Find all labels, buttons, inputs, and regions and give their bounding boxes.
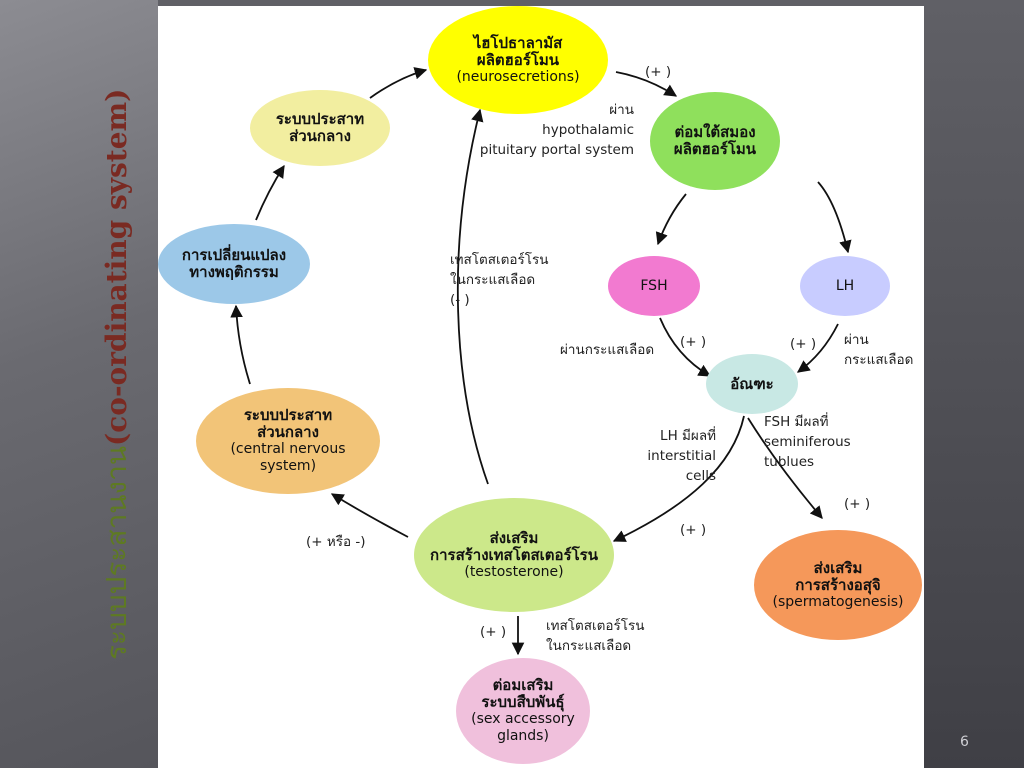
testosterone-line1: ส่งเสริม bbox=[489, 528, 539, 547]
arrow-pituitary-to-fsh bbox=[655, 193, 687, 246]
accessory-blood-line1: เทสโตสเตอร์โรน bbox=[546, 618, 645, 634]
lh-node: LH bbox=[800, 256, 890, 316]
testis-label: อัณฑะ bbox=[730, 374, 774, 393]
behavior-line1: การเปลี่ยนแปลง bbox=[181, 246, 287, 264]
lh-effect-line1: LH มีผลที่ bbox=[660, 428, 716, 444]
testis-node: อัณฑะ bbox=[706, 354, 798, 414]
pituitary-line2: ผลิตฮอร์โมน bbox=[673, 140, 757, 158]
lh-effect-line3: cells bbox=[685, 468, 716, 484]
accessory-line3: (sex accessory bbox=[471, 711, 575, 727]
plus-top-label: (+ ) bbox=[645, 64, 672, 80]
arrow-pituitary-to-lh bbox=[817, 181, 852, 254]
cns-top-line2: ส่วนกลาง bbox=[289, 127, 351, 145]
fsh-effect-line1: FSH มีผลที่ bbox=[764, 414, 829, 430]
cns-top-line1: ระบบประสาท bbox=[275, 110, 365, 128]
fsh-effect-line2: seminiferous bbox=[764, 434, 851, 450]
page-number: 6 bbox=[960, 734, 969, 750]
arrow-lh-to-testis bbox=[796, 323, 839, 373]
fsh-effect-line3: tublues bbox=[764, 454, 815, 470]
side-band bbox=[0, 0, 158, 768]
cns-top-node: ระบบประสาท ส่วนกลาง bbox=[250, 90, 390, 166]
arrow-cns-to-behavior bbox=[230, 304, 251, 385]
lh-label: LH bbox=[835, 277, 855, 294]
lh-blood-label: ผ่าน กระแสเลือด bbox=[844, 330, 913, 370]
slide-title: ระบบประสานงาน(co-ordinating system) bbox=[100, 88, 133, 660]
plus-fsh-label: (+ ) bbox=[680, 334, 707, 350]
testosterone-node: ส่งเสริม การสร้างเทสโตสเตอร์โรน (testost… bbox=[414, 498, 614, 612]
accessory-line1: ต่อมเสริม bbox=[492, 676, 554, 694]
arrow-testis-to-testosterone bbox=[612, 415, 745, 542]
pituitary-node: ต่อมใต้สมอง ผลิตฮอร์โมน bbox=[650, 92, 780, 190]
lh-effect-line2: interstitial bbox=[647, 448, 716, 464]
accessory-blood-label: เทสโตสเตอร์โรน ในกระแสเลือด bbox=[546, 616, 644, 656]
portal-line2: hypothalamic bbox=[542, 122, 634, 138]
hypothalamus-node: ไฮโปธาลามัส ผลิตฮอร์โมน (neurosecretions… bbox=[428, 6, 608, 114]
hypothalamus-line2: ผลิตฮอร์โมน bbox=[476, 50, 560, 69]
slide-title-thai: ระบบประสานงาน bbox=[100, 446, 133, 660]
fsh-label: FSH bbox=[640, 277, 668, 294]
accessory-node: ต่อมเสริม ระบบสืบพันธุ์ (sex accessory g… bbox=[456, 658, 590, 764]
cns-mid-node: ระบบประสาท ส่วนกลาง (central nervous sys… bbox=[196, 388, 380, 494]
plus-testo-label: (+ ) bbox=[680, 522, 707, 538]
cns-mid-line2: ส่วนกลาง bbox=[257, 423, 319, 441]
fsh-blood-label: ผ่านกระแสเลือด bbox=[560, 342, 655, 358]
accessory-blood-line2: ในกระแสเลือด bbox=[546, 638, 632, 654]
arrow-behavior-to-cns-top bbox=[255, 164, 285, 221]
arrows-layer bbox=[230, 67, 852, 656]
spermatogenesis-line3: (spermatogenesis) bbox=[772, 593, 904, 610]
behavior-node: การเปลี่ยนแปลง ทางพฤติกรรม bbox=[158, 224, 310, 304]
testosterone-feedback-label: เทสโตสเตอร์โรน ในกระแสเลือด (- ) bbox=[450, 250, 548, 310]
lh-blood-line1: ผ่าน bbox=[844, 332, 869, 348]
arrow-testosterone-to-cns bbox=[330, 493, 409, 538]
behavior-line2: ทางพฤติกรรม bbox=[189, 263, 279, 281]
testosterone-line3: (testosterone) bbox=[464, 563, 564, 580]
fsh-node: FSH bbox=[608, 256, 700, 316]
accessory-line2: ระบบสืบพันธุ์ bbox=[481, 693, 565, 711]
arrow-fsh-to-testis bbox=[659, 317, 712, 377]
testosterone-feedback-line3: (- ) bbox=[450, 292, 470, 308]
portal-line3: pituitary portal system bbox=[479, 142, 634, 158]
plus-accessory-label: (+ ) bbox=[480, 624, 507, 640]
portal-line1: ผ่าน bbox=[609, 102, 634, 118]
hypothalamus-line3: (neurosecretions) bbox=[456, 68, 580, 85]
fsh-effect-label: FSH มีผลที่ seminiferous tublues bbox=[764, 412, 851, 472]
portal-label: ผ่าน hypothalamic pituitary portal syste… bbox=[476, 100, 634, 160]
spermatogenesis-line1: ส่งเสริม bbox=[813, 558, 863, 577]
testosterone-line2: การสร้างเทสโตสเตอร์โรน bbox=[430, 545, 598, 564]
plus-or-minus-label: (+ หรือ -) bbox=[306, 534, 366, 550]
testosterone-feedback-line2: ในกระแสเลือด bbox=[450, 272, 536, 288]
lh-effect-label: LH มีผลที่ interstitial cells bbox=[618, 426, 716, 486]
spermatogenesis-node: ส่งเสริม การสร้างอสุจิ (spermatogenesis) bbox=[754, 530, 922, 640]
plus-sperm-label: (+ ) bbox=[844, 496, 871, 512]
plus-lh-label: (+ ) bbox=[790, 336, 817, 352]
arrow-testis-to-spermatogenesis bbox=[747, 417, 823, 519]
arrow-hypothalamus-to-pituitary bbox=[615, 71, 678, 97]
spermatogenesis-line2: การสร้างอสุจิ bbox=[795, 575, 881, 594]
arrow-cns-top-to-hypothalamus bbox=[369, 67, 428, 99]
arrow-testosterone-to-hypothalamus bbox=[456, 108, 489, 485]
slide-title-english: (co-ordinating system) bbox=[100, 88, 133, 447]
cns-mid-line3: (central nervous bbox=[230, 441, 346, 457]
lh-blood-line2: กระแสเลือด bbox=[844, 352, 914, 368]
testosterone-feedback-line1: เทสโตสเตอร์โรน bbox=[450, 252, 549, 268]
diagram-slide: ไฮโปธาลามัส ผลิตฮอร์โมน (neurosecretions… bbox=[158, 6, 924, 768]
pituitary-line1: ต่อมใต้สมอง bbox=[674, 123, 756, 141]
cns-mid-line4: system) bbox=[259, 458, 317, 474]
accessory-line4: glands) bbox=[497, 728, 549, 744]
hypothalamus-line1: ไฮโปธาลามัส bbox=[473, 33, 563, 52]
cns-mid-line1: ระบบประสาท bbox=[243, 406, 333, 424]
